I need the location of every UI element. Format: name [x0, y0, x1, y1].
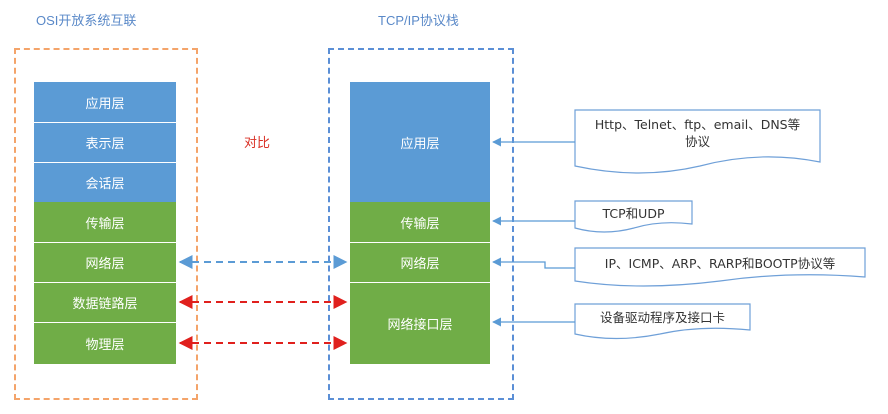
- note-link-shape: [574, 303, 751, 340]
- note-transport-shape: [574, 200, 693, 233]
- compare-label: 对比: [244, 136, 271, 151]
- note-link-text: 设备驱动程序及接口卡: [599, 310, 725, 325]
- note-transport-text: TCP和UDP: [602, 206, 665, 221]
- osi-layer-presentation: 表示层: [34, 122, 176, 162]
- tcpip-layer-network: 网络层: [350, 242, 490, 282]
- osi-layer-application: 应用层: [34, 82, 176, 122]
- tcpip-layer-interface: 网络接口层: [350, 282, 490, 364]
- note-network-text: IP、ICMP、ARP、RARP和BOOTP协议等: [604, 256, 836, 271]
- note-network-shape: [574, 247, 866, 287]
- osi-frame: [14, 48, 198, 400]
- note-app-line1: Http、Telnet、ftp、email、DNS等: [594, 117, 801, 132]
- note-app-shape: [574, 109, 821, 174]
- osi-layer-transport: 传输层: [34, 202, 176, 242]
- note-network-arrow: [492, 257, 575, 269]
- tcpip-layer-transport: 传输层: [350, 202, 490, 242]
- note-app-line2: 协议: [684, 134, 710, 149]
- tcpip-title: TCP/IP协议栈: [378, 13, 459, 28]
- osi-layer-network: 网络层: [34, 242, 176, 282]
- tcpip-frame: [328, 48, 514, 400]
- tcpip-layer-application: 应用层: [350, 82, 490, 202]
- osi-title: OSI开放系统互联: [36, 13, 137, 28]
- osi-layer-datalink: 数据链路层: [34, 282, 176, 322]
- osi-layer-session: 会话层: [34, 162, 176, 202]
- osi-layer-physical: 物理层: [34, 322, 176, 364]
